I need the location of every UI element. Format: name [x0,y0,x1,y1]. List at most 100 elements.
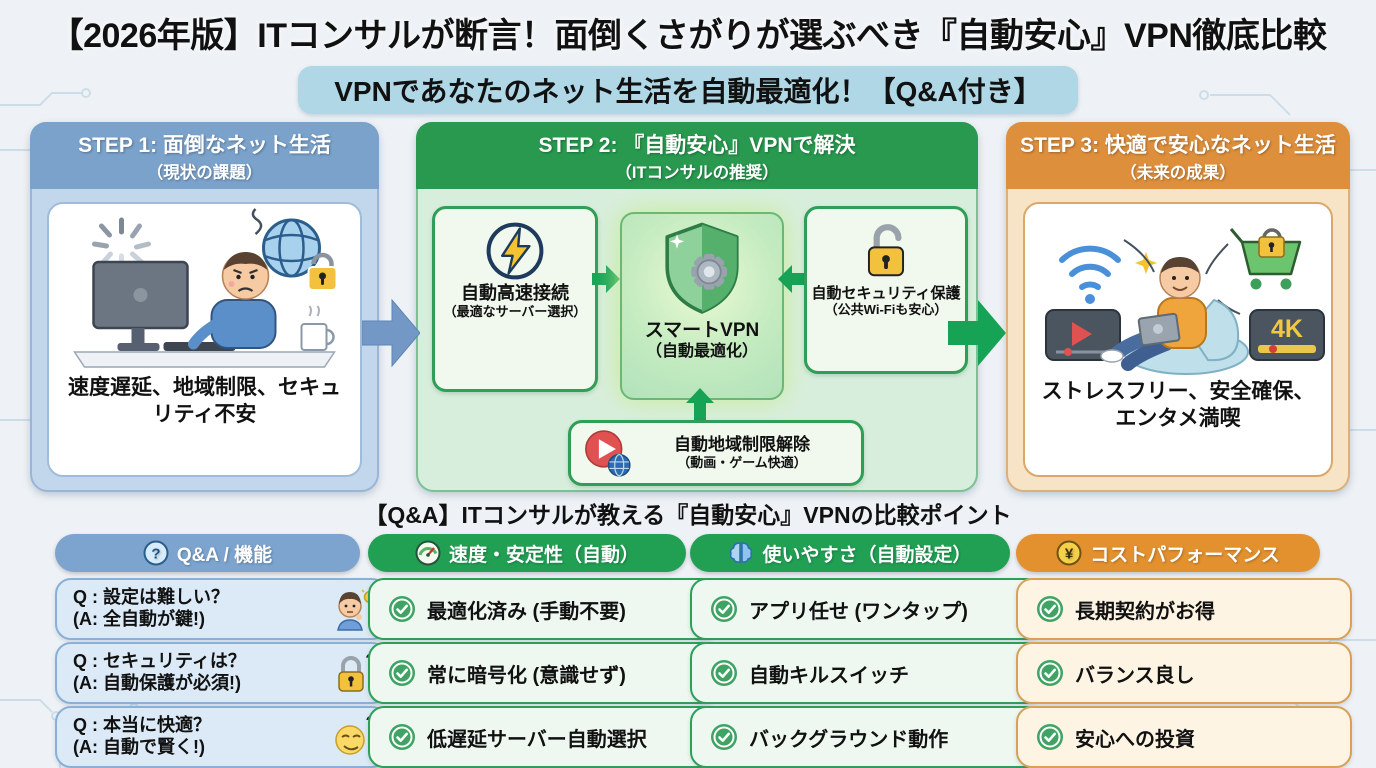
coffee-mug [300,305,335,351]
video-player-icon [1045,309,1121,361]
step3-header: STEP 3: 快適で安心なネット生活 （未来の成果） [1006,122,1350,189]
relaxed-user-illustration: 4K [1045,228,1325,375]
auto-region-node: 自動地域制限解除 （動画・ゲーム快適） [568,420,864,486]
yen-icon: ¥ [1056,540,1082,566]
shield-gear-icon [665,222,739,314]
step1-card: 速度遅延、地域制限、セキュリティ不安 [47,202,362,477]
qa-column-header: ? Q&A / 機能 [55,534,360,572]
auto-region-sub: （動画・ゲーム快適） [677,454,807,470]
page-title: 【2026年版】ITコンサルが断言！面倒くさがりが選ぶべき『自動安心』VPN徹底… [49,17,1327,55]
4k-video-icon: 4K [1249,309,1325,361]
cost-row-2: バランス良し [1016,642,1352,704]
cost-row-3: 安心への投資 [1016,706,1352,768]
ease-row-3: バックグラウンド動作 [690,706,1042,768]
auto-security-node: 自動セキュリティ保護 （公共Wi-Fiも安心） [804,206,968,374]
qa-row-comfort: Q : 本当に快適？ (A: 自動で賢く!) ? [55,706,388,768]
arrow-security-to-core [778,265,806,293]
check-icon [1037,724,1063,750]
ease-row-3-label: バックグラウンド動作 [749,728,949,751]
speed-row-3-label: 低遅延サーバー自動選択 [427,728,647,751]
lightning-icon [486,222,544,280]
cost-column-header-label: コストパフォーマンス [1090,544,1280,566]
qa-row-security-answer: (A: 自動保護が必須!) [73,673,241,693]
qa-row-setup-answer: (A: 全自動が鍵!) [73,609,205,629]
qa-row-comfort-answer: (A: 自動で賢く!) [73,737,205,757]
check-icon [389,596,415,622]
gear [691,253,727,290]
wifi-icon [1059,245,1121,304]
check-icon [711,724,737,750]
arrow-speed-to-core [592,265,620,293]
secure-cart-icon [1229,228,1302,290]
cost-row-2-label: バランス良し [1075,664,1195,687]
smart-vpn-core-node: スマートVPN （自動最適化） [620,212,784,400]
speed-column-header-label: 速度・安定性（自動） [448,544,639,566]
check-icon [389,660,415,686]
speed-row-3: 低遅延サーバー自動選択 [368,706,718,768]
step2-header-line2: （ITコンサルの推奨） [615,164,779,182]
qa-row-setup: Q : 設定は難しい？ (A: 全自動が鍵!) [55,578,388,640]
step2-header-line1: STEP 2: 『自動安心』VPNで解決 [538,134,856,157]
speed-column-header: 速度・安定性（自動） [368,534,686,572]
ease-column-header: 使いやすさ（自動設定） [690,534,1010,572]
step2-panel: STEP 2: 『自動安心』VPNで解決 （ITコンサルの推奨） 自動高速接続 … [416,122,978,492]
sparkle [669,234,685,249]
arrow-step2-to-step3 [948,300,1006,366]
globe-lock-icon [262,218,338,291]
relaxed-person [1100,257,1249,375]
speed-row-2: 常に暗号化 (意識せず) [368,642,718,704]
arrow-step1-to-step2 [362,298,420,368]
step3-panel: STEP 3: 快適で安心なネット生活 （未来の成果） [1006,122,1350,492]
qa-row-setup-question: Q : 設定は難しい？ [73,587,229,608]
ease-row-1-label: アプリ任せ (ワンタップ) [749,600,968,623]
play-globe-icon [585,430,631,477]
cost-row-3-label: 安心への投資 [1075,728,1195,751]
auto-security-title: 自動セキュリティ保護 [811,285,961,302]
check-icon [1037,660,1063,686]
step1-caption: 速度遅延、地域制限、セキュリティ不安 [68,376,341,427]
check-icon [389,724,415,750]
svg-text:?: ? [151,546,160,563]
check-icon [711,660,737,686]
sparkle [1135,252,1157,274]
step3-header-line2: （未来の成果） [1120,164,1236,182]
brain-icon [730,542,753,563]
ease-row-2: 自動キルスイッチ [690,642,1042,704]
auto-speed-sub: （最適なサーバー選択） [443,303,587,319]
ease-column-header-label: 使いやすさ（自動設定） [762,544,972,566]
question-icon: ? [143,540,169,566]
speed-row-1-label: 最適化済み (手動不要) [427,600,626,623]
step2-header: STEP 2: 『自動安心』VPNで解決 （ITコンサルの推奨） [416,122,978,189]
qa-row-comfort-question: Q : 本当に快適？ [73,715,211,736]
frustrated-person [188,208,277,350]
speed-row-2-label: 常に暗号化 (意識せず) [427,664,626,687]
subtitle-row: VPNであなたのネット生活を自動最適化！【Q&A付き】 [0,66,1376,114]
auto-speed-title: 自動高速接続 [461,283,569,303]
qa-section-title: 【Q&A】ITコンサルが教える『自動安心』VPNの比較ポイント [364,502,1012,528]
step1-header-line1: STEP 1: 面倒なネット生活 [78,134,331,157]
cost-row-1-label: 長期契約がお得 [1075,600,1215,623]
qa-row-security: Q : セキュリティは？ (A: 自動保護が必須!) ? [55,642,388,704]
auto-security-sub: （公共Wi-Fiも安心） [824,302,948,318]
step1-header-line2: （現状の課題） [146,164,263,182]
cost-column-header: ¥ コストパフォーマンス [1016,534,1320,572]
desk [73,351,336,368]
page-subtitle: VPNであなたのネット生活を自動最適化！【Q&A付き】 [298,66,1078,114]
step3-card: 4K [1023,202,1333,477]
loading-spinner-icon [92,217,151,271]
qa-row-security-question: Q : セキュリティは？ [73,651,246,672]
monitor [92,260,236,351]
step1-header: STEP 1: 面倒なネット生活 （現状の課題） [30,122,379,189]
svg-text:4K: 4K [1271,315,1303,343]
svg-text:¥: ¥ [1065,546,1074,563]
frustrated-user-illustration [73,208,338,368]
arrow-region-to-core [686,388,714,420]
check-icon [711,596,737,622]
cost-row-1: 長期契約がお得 [1016,578,1352,640]
step3-caption: ストレスフリー、安全確保、エンタメ満喫 [1041,380,1315,431]
qa-column-header-label: Q&A / 機能 [176,544,273,566]
smart-vpn-title: スマートVPN [644,320,760,341]
open-padlock-icon [867,224,905,277]
step3-header-line1: STEP 3: 快適で安心なネット生活 [1020,134,1336,157]
